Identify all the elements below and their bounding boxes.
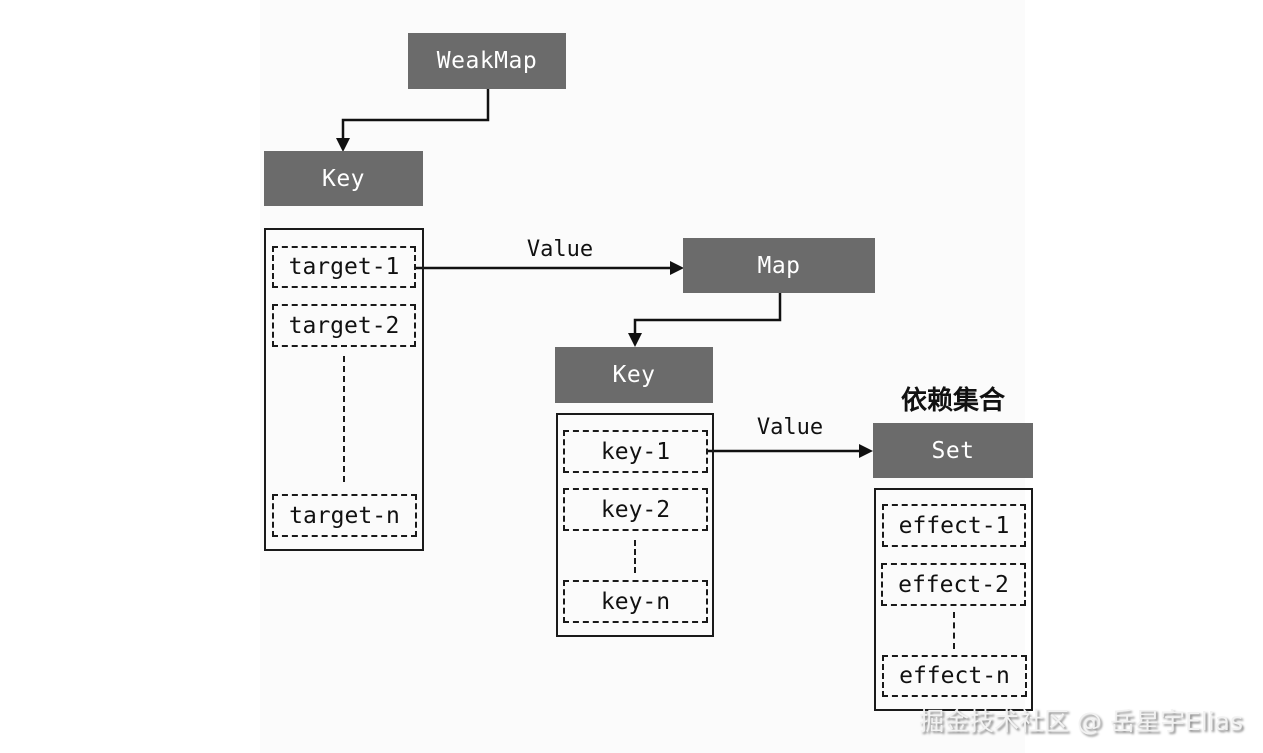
targets-list	[264, 228, 424, 551]
set-node: Set	[873, 423, 1033, 478]
key-item-1: key-1	[563, 430, 708, 473]
effects-ellipsis-line	[953, 612, 955, 649]
key-item-2: key-2	[563, 488, 708, 531]
keys-ellipsis-line	[634, 540, 636, 573]
map-node: Map	[683, 238, 875, 293]
watermark-text: 掘金技术社区 @ 岳星宇Elias	[919, 707, 1243, 736]
keys-list	[556, 413, 714, 637]
key-node-top: Key	[264, 151, 423, 206]
weakmap-node: WeakMap	[408, 33, 566, 89]
targets-ellipsis-line	[343, 356, 345, 482]
target-item-n: target-n	[272, 494, 417, 537]
key-item-n: key-n	[563, 580, 708, 623]
value-edge-label-weakmap: Value	[526, 237, 594, 262]
effect-item-2: effect-2	[881, 563, 1026, 606]
effect-item-1: effect-1	[882, 504, 1026, 547]
target-item-1: target-1	[272, 246, 416, 288]
value-edge-label-map: Value	[756, 415, 824, 440]
effect-item-n: effect-n	[882, 655, 1027, 697]
effects-list	[874, 488, 1033, 711]
target-item-2: target-2	[272, 304, 416, 347]
dependency-set-caption: 依赖集合	[900, 386, 1005, 416]
key-node-mid: Key	[555, 347, 713, 403]
